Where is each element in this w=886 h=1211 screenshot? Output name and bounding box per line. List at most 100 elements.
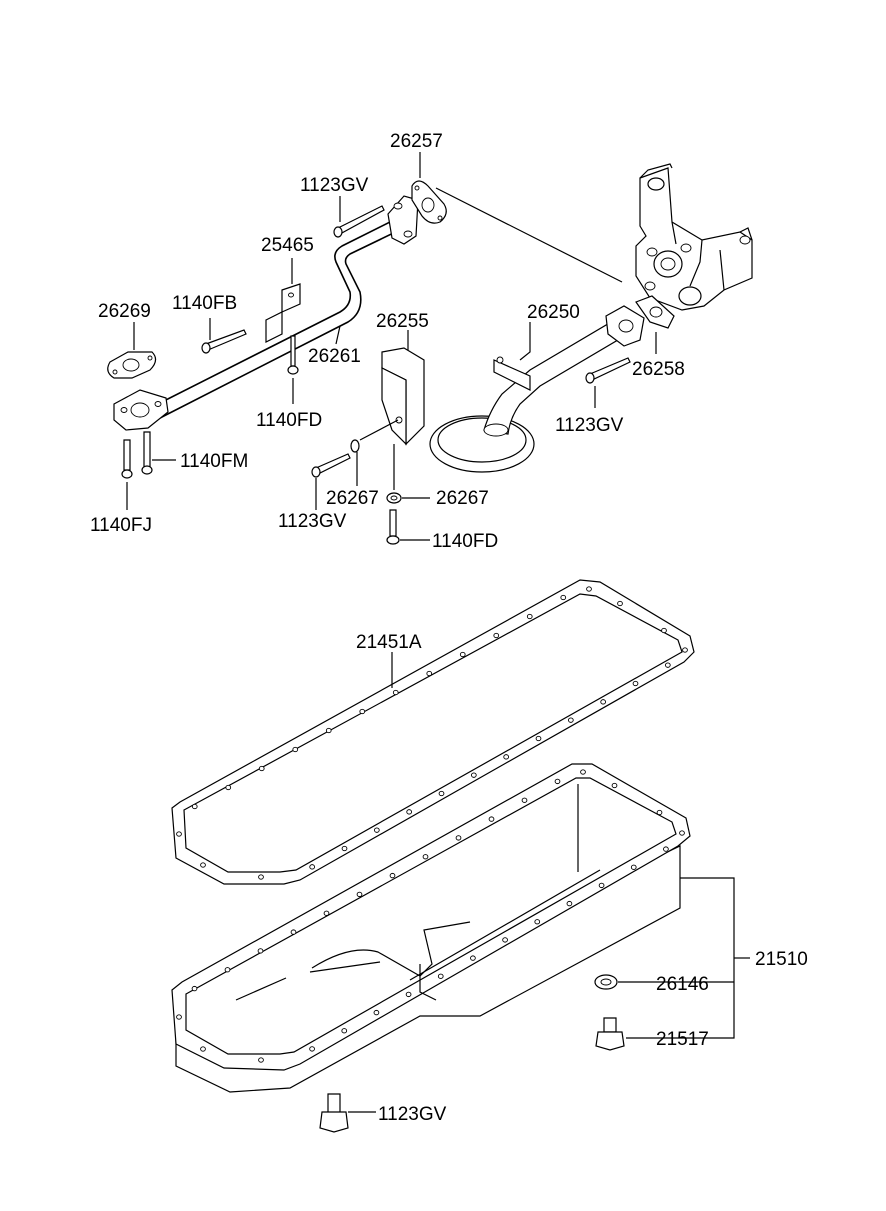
rim-bolt-hole — [373, 1009, 380, 1016]
rim-bolt-hole — [679, 830, 685, 836]
rim-bolt-hole — [438, 790, 445, 797]
rim-bolt-hole — [437, 973, 444, 979]
label-26255: 26255 — [376, 311, 429, 332]
rim-bolt-hole — [617, 600, 623, 607]
label-26267-b: 26267 — [436, 488, 489, 509]
rim-bolt-hole — [455, 835, 462, 841]
rim-bolt-hole — [611, 782, 618, 789]
label-26257: 26257 — [390, 131, 443, 152]
drain-plug-21517 — [595, 1017, 625, 1051]
leader-26257-pump — [435, 187, 623, 283]
bolt-1123gv-top — [333, 205, 385, 238]
label-1140fd-bottom: 1140FD — [432, 531, 498, 552]
rim-bolt-hole — [225, 784, 232, 791]
label-26261: 26261 — [308, 346, 361, 367]
rim-bolt-hole — [405, 991, 412, 998]
rim-bolt-hole — [392, 689, 399, 696]
rim-bolt-hole — [323, 910, 330, 916]
rim-bolt-hole — [682, 647, 688, 653]
bolt-1140fd-left — [287, 335, 299, 375]
label-26250: 26250 — [527, 302, 580, 323]
rim-bolt-hole — [191, 803, 198, 810]
rim-bolt-hole — [493, 632, 500, 639]
label-1140fm: 1140FM — [180, 451, 248, 472]
bracket-26255 — [381, 347, 425, 446]
washer-26267-b — [386, 492, 402, 504]
rim-bolt-hole — [200, 862, 206, 868]
rim-bolt-hole — [630, 864, 637, 870]
rim-bolt-hole — [470, 772, 477, 778]
label-1123gv-mid: 1123GV — [278, 511, 347, 532]
rim-bolt-hole — [258, 1057, 264, 1063]
label-26258: 26258 — [632, 359, 685, 380]
washer-26146 — [594, 974, 618, 990]
bolt-1123gv-mid — [311, 453, 351, 478]
oil-pump-body — [635, 163, 753, 311]
rim-bolt-hole — [663, 846, 669, 852]
bolt-1140fb — [201, 329, 247, 354]
rim-bolt-hole — [200, 1046, 206, 1052]
rim-bolt-hole — [632, 680, 639, 687]
bolt-1123gv-bottom — [319, 1093, 349, 1133]
rim-bolt-hole — [191, 985, 198, 992]
rim-bolt-hole — [459, 651, 466, 658]
oil-strainer-26250 — [429, 305, 645, 473]
rim-bolt-hole — [422, 854, 429, 860]
rim-bolt-hole — [176, 1014, 182, 1020]
rim-bolt-hole — [656, 809, 663, 816]
gasket-26258 — [635, 295, 675, 329]
oil-pipe-26261 — [113, 195, 419, 431]
rim-bolt-hole — [257, 948, 264, 954]
rim-bolt-hole — [373, 827, 380, 833]
rim-bolt-hole — [389, 872, 396, 879]
rim-bolt-hole — [586, 586, 592, 592]
rim-bolt-hole — [309, 1046, 315, 1052]
bolt-1140fd-bottom — [386, 509, 400, 545]
rim-bolt-hole — [341, 845, 348, 852]
rim-bolt-hole — [598, 882, 605, 889]
bolt-1140fj — [121, 439, 133, 479]
rim-bolt-hole — [661, 627, 667, 634]
rim-bolt-hole — [292, 746, 299, 753]
rim-bolt-hole — [535, 735, 542, 742]
rim-bolt-hole — [526, 613, 533, 620]
rim-bolt-hole — [554, 778, 561, 785]
rim-bolt-hole — [566, 900, 573, 907]
rim-bolt-hole — [560, 594, 567, 601]
rim-bolt-hole — [325, 727, 332, 734]
rim-bolt-hole — [258, 874, 264, 880]
bolt-1140fm — [141, 431, 153, 475]
label-1123gv-top: 1123GV — [300, 175, 369, 196]
rim-bolt-hole — [426, 670, 433, 677]
label-25465: 25465 — [261, 235, 314, 256]
label-26146: 26146 — [656, 974, 709, 995]
label-21451a: 21451A — [356, 632, 422, 653]
rim-bolt-hole — [359, 708, 366, 715]
label-26267-a: 26267 — [326, 488, 379, 509]
gasket-26269 — [107, 351, 157, 379]
rim-bolt-hole — [406, 809, 413, 815]
rim-bolt-hole — [309, 864, 316, 870]
rim-bolt-hole — [502, 937, 508, 943]
rim-bolt-hole — [521, 797, 528, 803]
rim-bolt-hole — [341, 1028, 348, 1034]
oil-pan-21510 — [171, 763, 691, 1093]
rim-bolt-hole — [290, 929, 297, 935]
rim-bolt-hole — [600, 699, 607, 705]
rim-bolt-hole — [258, 765, 265, 772]
label-1123gv-bottom: 1123GV — [378, 1104, 447, 1125]
rim-bolt-hole — [176, 831, 182, 837]
leader-lines-upper — [126, 152, 657, 541]
rim-bolt-hole — [567, 717, 574, 723]
rim-bolt-hole — [534, 919, 541, 925]
bolt-1123gv-right — [585, 357, 631, 384]
rim-bolt-hole — [488, 816, 495, 822]
label-21510: 21510 — [755, 949, 808, 970]
gasket-26257 — [411, 180, 447, 224]
leader-lines-lower — [348, 652, 750, 1113]
rim-bolt-hole — [580, 769, 586, 775]
rim-bolt-hole — [503, 754, 510, 760]
rim-bolt-hole — [224, 967, 231, 973]
